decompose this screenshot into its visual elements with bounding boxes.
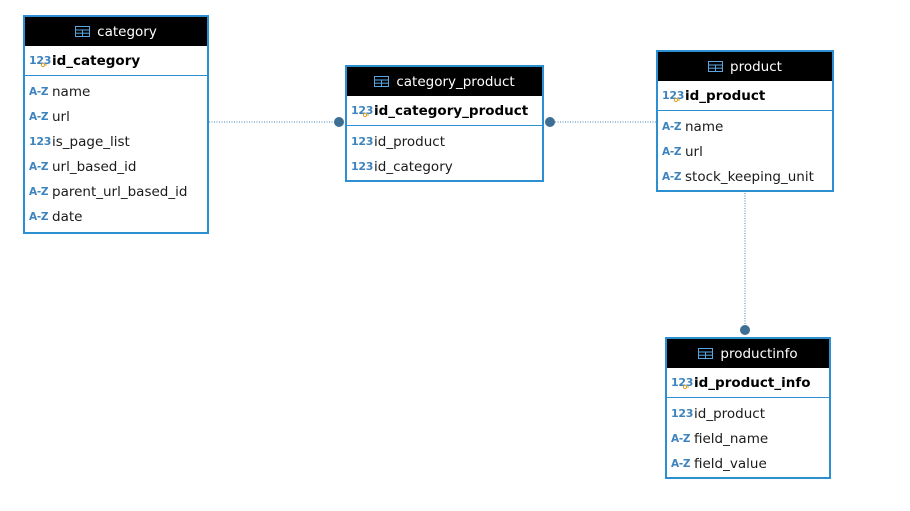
text-type-icon: A-Z [29,110,49,123]
field-label: stock_keeping_unit [685,168,814,185]
link-end-dot [545,117,555,127]
field-label: name [685,118,724,135]
text-type-icon: A-Z [662,170,682,183]
entity-name: product [730,58,782,75]
field-label: name [52,83,91,100]
table-icon [75,26,91,37]
entity-name: category [97,23,157,40]
field-label: url [52,108,70,125]
primary-key-row[interactable]: 123 id_category_product [347,96,542,126]
numeric-type-icon: 123 [351,160,374,173]
text-type-icon: A-Z [662,120,682,133]
numeric-type-icon: 123 [351,135,374,148]
table-icon [698,348,714,359]
field-label: id_product [685,87,766,104]
field-label: id_product [694,405,765,422]
field-label: id_category_product [374,102,529,119]
entity-name: category_product [396,73,515,90]
field-label: id_category [52,52,141,69]
primary-key-icon [683,384,689,390]
primary-key-icon [363,112,369,118]
field-label: url_based_id [52,158,137,175]
primary-key-row[interactable]: 123 id_product [658,81,832,111]
entity-name: productinfo [720,345,798,362]
entity-header: category_product [347,67,542,96]
text-type-icon: A-Z [671,432,691,445]
link-end-dot [740,325,750,335]
entity-category-product[interactable]: category_product 123 id_category_product… [345,65,544,182]
text-type-icon: A-Z [29,85,49,98]
field-label: is_page_list [52,133,130,150]
primary-key-row[interactable]: 123 id_category [25,46,207,76]
numeric-type-icon: 123 [671,376,694,390]
link-end-dot [334,117,344,127]
field-label: parent_url_based_id [52,183,188,200]
field-label: date [52,208,83,225]
field-label: id_product [374,133,445,150]
text-type-icon: A-Z [29,210,49,223]
field-label: field_name [694,430,769,447]
text-type-icon: A-Z [662,145,682,158]
field-label: id_category [374,158,453,175]
field-label: url [685,143,703,160]
primary-key-icon [674,97,680,103]
field-label: field_value [694,455,767,472]
numeric-type-icon: 123 [29,54,52,68]
text-type-icon: A-Z [29,185,49,198]
field-label: id_product_info [694,374,811,391]
entity-header: category [25,17,207,46]
entity-header: productinfo [667,339,829,368]
entity-header: product [658,52,832,81]
table-icon [374,76,390,87]
text-type-icon: A-Z [29,160,49,173]
primary-key-row[interactable]: 123 id_product_info [667,368,829,398]
numeric-type-icon: 123 [662,89,685,103]
numeric-type-icon: 123 [671,407,694,420]
text-type-icon: A-Z [671,457,691,470]
numeric-type-icon: 123 [351,104,374,118]
table-icon [708,61,724,72]
numeric-type-icon: 123 [29,135,52,148]
primary-key-icon [41,62,47,68]
